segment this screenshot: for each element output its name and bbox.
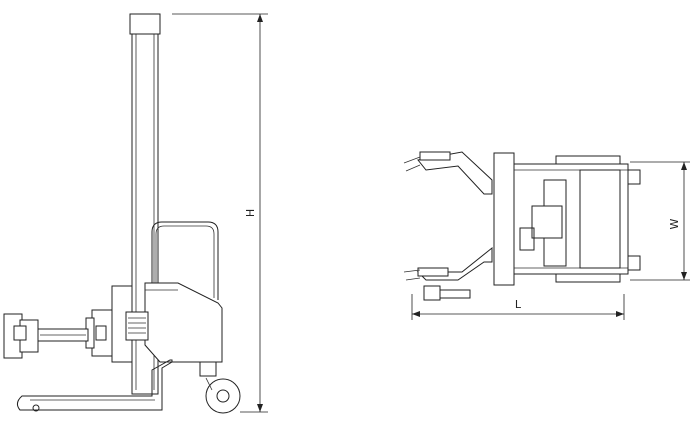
width-dimension: W (630, 161, 690, 281)
push-handle (151, 221, 219, 300)
rear-wheel-top (627, 169, 641, 185)
chassis-frame (513, 163, 629, 275)
rear-wheel-bottom (627, 255, 641, 271)
lower-arm (416, 246, 493, 281)
handle-top (555, 155, 621, 164)
clamp-block (125, 311, 149, 341)
base-leg (16, 359, 173, 411)
mast-top-cap (129, 13, 161, 35)
upper-arm (417, 151, 493, 195)
main-plate (493, 152, 515, 286)
height-label: H (244, 209, 257, 217)
handle-bottom (555, 274, 621, 283)
top-view: W L (403, 151, 690, 320)
lower-handle (439, 289, 471, 299)
castor-wheel (205, 378, 241, 414)
motor-unit (531, 205, 563, 239)
length-label: L (515, 298, 522, 311)
length-dimension: L (411, 294, 625, 320)
width-label: W (668, 218, 681, 229)
height-dimension: H (172, 13, 268, 413)
mast-column (131, 33, 159, 395)
side-view: H (3, 13, 268, 414)
front-wheel (32, 404, 40, 412)
drive-housing (144, 282, 223, 363)
